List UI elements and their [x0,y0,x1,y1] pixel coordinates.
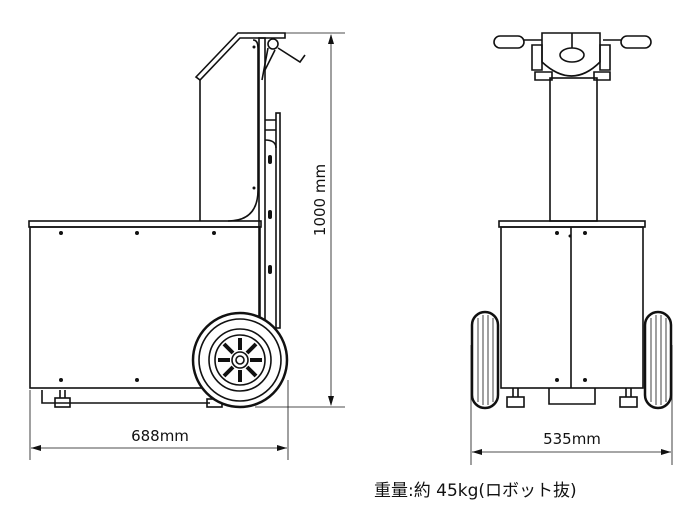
storage-box [500,226,644,389]
handle-pivot [267,38,279,50]
foot [506,396,525,408]
right-wheel [643,310,673,410]
column [549,77,598,222]
side-width-label: 688mm [131,427,189,445]
rear-post [275,112,281,329]
front-width-dimension: 535mm [470,345,673,465]
storage-box [29,226,261,389]
left-grip [493,35,525,49]
foot [54,397,71,408]
front-width-label: 535mm [543,430,601,448]
backrest-panel [199,39,259,222]
foot [619,396,638,408]
height-label: 1000 mm [311,164,329,236]
front-view: 535mm [470,32,673,465]
base-frame [41,390,210,404]
right-grip [620,35,652,49]
left-wheel [470,310,500,410]
side-width-dimension: 688mm [29,380,289,460]
top-plate [498,220,646,228]
height-dimension: 1000 mm [255,32,345,408]
weight-note: 重量:約 45kg(ロボット抜) [374,481,577,501]
wheel [191,311,289,409]
handle-lever [261,47,306,81]
bottom-plate [548,388,596,405]
top-plate [28,220,262,228]
head-plate [541,32,601,77]
side-view: 1000 mm 688mm [28,32,345,460]
